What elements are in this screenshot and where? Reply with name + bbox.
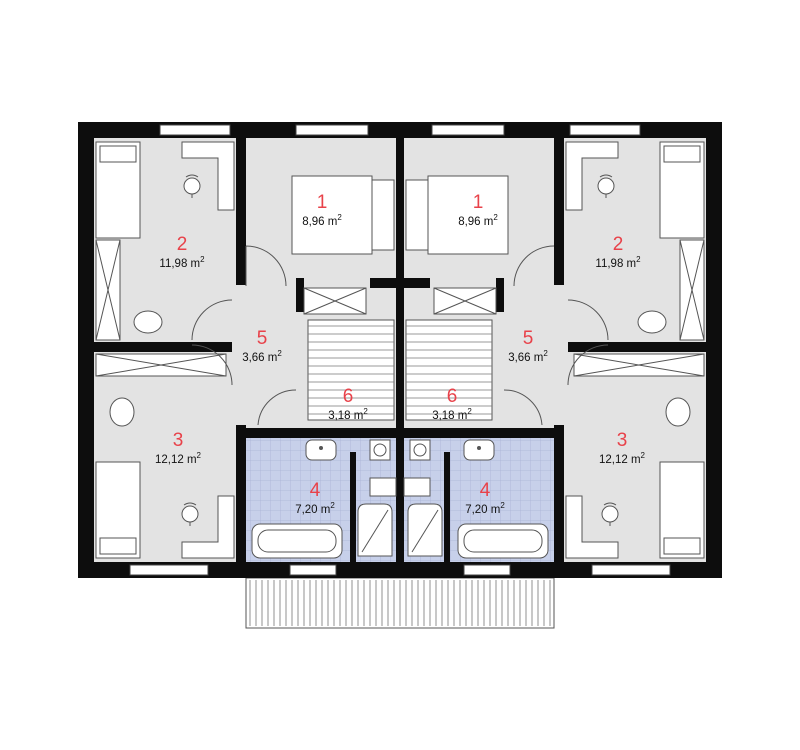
interior-walls-right: [404, 137, 708, 565]
room-number-right-4: 4: [480, 480, 491, 501]
stairs: [307, 319, 493, 421]
room-number-left-5: 5: [257, 328, 268, 349]
terrace-deck: [245, 577, 555, 629]
room-number-left-4: 4: [310, 480, 321, 501]
room-number-right-5: 5: [523, 328, 534, 349]
beds: [95, 141, 705, 559]
room-area-left-5: 3,66 m2: [242, 349, 282, 364]
room-number-right-3: 3: [617, 430, 628, 451]
room-number-right-1: 1: [473, 192, 484, 213]
chairs: [109, 174, 691, 527]
room-number-right-2: 2: [613, 234, 624, 255]
room-area-right-5: 3,66 m2: [508, 349, 548, 364]
room-area-right-2: 11,98 m2: [595, 255, 641, 270]
room-area-right-3: 12,12 m2: [599, 451, 646, 466]
windows: [129, 124, 671, 576]
room-number-left-3: 3: [173, 430, 184, 451]
interior-walls-left: [92, 137, 396, 565]
bathroom-fixtures: [251, 439, 549, 559]
room-area-right-6: 3,18 m2: [432, 407, 472, 422]
room-area-left-2: 11,98 m2: [159, 255, 205, 270]
room-area-left-3: 12,12 m2: [155, 451, 202, 466]
wardrobes: [95, 239, 705, 377]
room-number-left-1: 1: [317, 192, 328, 213]
room-area-right-1: 8,96 m2: [458, 213, 498, 228]
party-wall: [396, 122, 404, 578]
room-area-left-4: 7,20 m2: [295, 501, 335, 516]
room-area-left-6: 3,18 m2: [328, 407, 368, 422]
room-number-left-2: 2: [177, 234, 188, 255]
room-area-left-1: 8,96 m2: [302, 213, 342, 228]
room-area-right-4: 7,20 m2: [465, 501, 505, 516]
room-number-left-6: 6: [343, 386, 354, 407]
room-number-right-6: 6: [447, 386, 458, 407]
door-swings: [191, 245, 609, 426]
desks: [181, 141, 619, 559]
